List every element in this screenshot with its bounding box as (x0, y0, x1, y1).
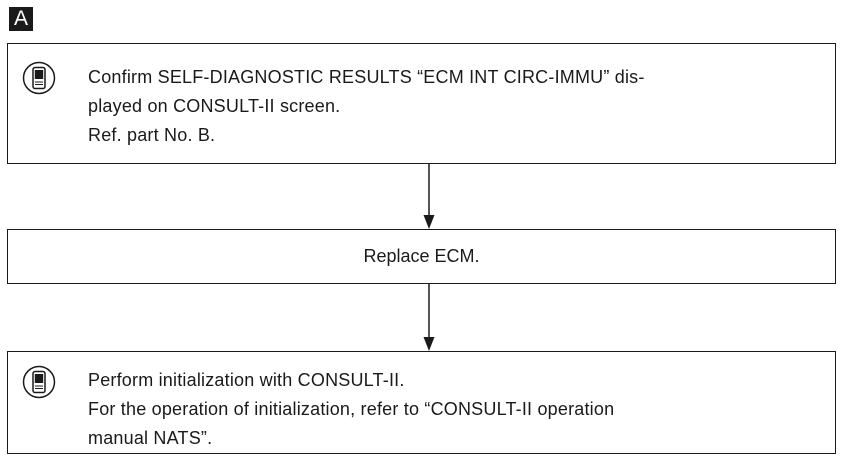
step-3-line-1: Perform initialization with CONSULT-II. (88, 370, 405, 390)
step-1-line-2: played on CONSULT-II screen. (88, 96, 341, 116)
flow-step-confirm-diagnostic: Confirm SELF-DIAGNOSTIC RESULTS “ECM INT… (7, 43, 836, 164)
step-2-text: Replace ECM. (363, 246, 480, 266)
flow-step-initialization: Perform initialization with CONSULT-II. … (7, 351, 836, 454)
consult-tester-icon (22, 61, 56, 95)
step-1-line-1: Confirm SELF-DIAGNOSTIC RESULTS “ECM INT… (88, 67, 645, 87)
consult-tester-icon (22, 365, 56, 399)
step-3-text: Perform initialization with CONSULT-II. … (88, 366, 805, 453)
step-3-line-2: For the operation of initialization, ref… (88, 399, 615, 419)
flow-arrow-down (423, 284, 435, 351)
flow-step-replace-ecm: Replace ECM. (7, 229, 836, 284)
step-1-line-3: Ref. part No. B. (88, 125, 216, 145)
step-3-line-3: manual NATS”. (88, 428, 213, 448)
flow-arrow-down (423, 164, 435, 229)
step-label-badge: A (9, 7, 33, 31)
step-1-text: Confirm SELF-DIAGNOSTIC RESULTS “ECM INT… (88, 63, 805, 150)
